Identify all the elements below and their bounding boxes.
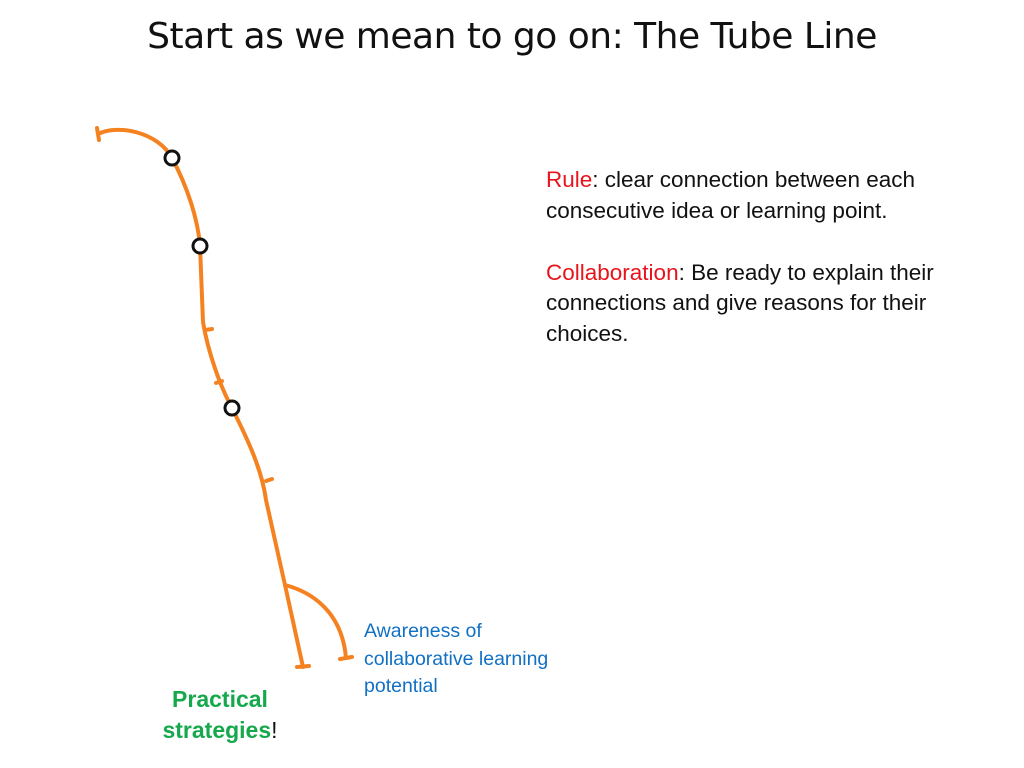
- rule-text: Rule: clear connection between each cons…: [546, 167, 915, 223]
- line-end-tick: [95, 126, 354, 669]
- instructions-panel: Rule: clear connection between each cons…: [546, 165, 966, 381]
- branch-right-label: Awareness of collaborative learning pote…: [364, 620, 549, 697]
- collaboration-label: Collaboration: [546, 259, 679, 285]
- branch-left-label: Practical strategies!: [162, 686, 278, 743]
- station-marker: [191, 237, 209, 255]
- tube-line-branch: [283, 583, 348, 660]
- slide-title: Start as we mean to go on: The Tube Line: [147, 16, 877, 57]
- tube-line-main: [96, 127, 305, 669]
- rule-label: Rule: [546, 167, 593, 192]
- station-marker: [163, 149, 181, 167]
- collaboration-text: Collaboration: Be ready to explain their…: [546, 259, 934, 347]
- station-tick: [203, 327, 274, 483]
- station-marker: [223, 399, 241, 417]
